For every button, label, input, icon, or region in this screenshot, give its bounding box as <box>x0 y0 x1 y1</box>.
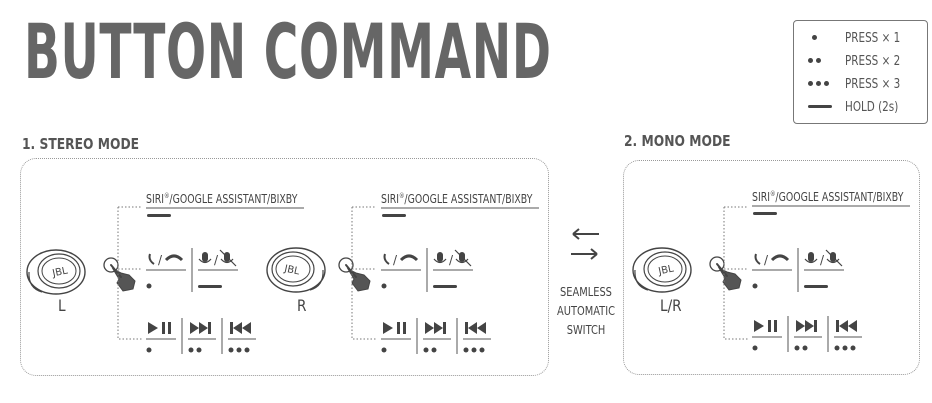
legend-row-press-1: PRESS × 1 <box>794 27 927 49</box>
phone-answer-hangup-icon: / <box>148 253 184 267</box>
previous-track-icon <box>465 322 486 334</box>
right-call-mic-commands: / / <box>381 248 473 292</box>
earbud-mono-label: L/R <box>660 296 682 315</box>
next-track-icon <box>190 322 211 334</box>
legend-label: PRESS × 2 <box>845 54 901 69</box>
press-2-symbol <box>808 50 838 72</box>
right-assistant-hold-symbol <box>381 207 539 217</box>
mic-mute-icon: / <box>198 249 237 267</box>
earbud-left-icon: JBL <box>26 249 86 295</box>
right-assistant-label: SIRI®/GOOGLE ASSISTANT/BIXBY <box>381 192 533 206</box>
next-track-icon <box>425 322 446 334</box>
play-pause-icon <box>754 320 777 332</box>
left-call-mic-commands: / / <box>146 248 238 292</box>
svg-text:/: / <box>820 253 825 267</box>
mono-assistant-label: SIRI®/GOOGLE ASSISTANT/BIXBY <box>752 190 904 204</box>
earbud-left-label: L <box>58 296 66 315</box>
seamless-switch-label: SEAMLESS AUTOMATIC SWITCH <box>557 285 615 337</box>
legend-row-press-3: PRESS × 3 <box>794 73 927 95</box>
mono-playback-commands <box>752 316 862 352</box>
page-title: BUTTON COMMAND <box>24 7 552 96</box>
previous-track-icon <box>836 320 857 332</box>
mono-call-mic-commands: / / <box>752 248 844 292</box>
left-playback-commands <box>146 318 256 354</box>
mic-mute-icon: / <box>433 249 472 267</box>
right-command-connector <box>351 206 376 340</box>
legend-label: PRESS × 1 <box>845 31 901 46</box>
earbud-logo: JBL <box>50 265 69 279</box>
legend-label: PRESS × 3 <box>845 77 901 92</box>
phone-answer-hangup-icon: / <box>383 253 419 267</box>
earbud-logo: JBL <box>656 263 675 277</box>
next-track-icon <box>796 320 817 332</box>
earbud-right-icon: JBL <box>266 247 326 293</box>
svg-text:/: / <box>158 253 163 267</box>
mono-mode-title: 2. MONO MODE <box>624 132 731 150</box>
press-1-symbol <box>808 27 838 49</box>
left-command-connector <box>117 206 142 340</box>
left-assistant-hold-symbol <box>146 207 304 217</box>
svg-text:/: / <box>214 253 219 267</box>
mono-mode-panel <box>623 160 920 375</box>
svg-text:/: / <box>449 253 454 267</box>
earbud-logo: JBL <box>282 263 301 277</box>
earbud-mono-icon: JBL <box>632 247 692 293</box>
legend-label: HOLD (2s) <box>845 100 899 115</box>
earbud-right-label: R <box>297 296 307 315</box>
stereo-mode-panel <box>20 158 549 376</box>
previous-track-icon <box>230 322 251 334</box>
legend-row-press-2: PRESS × 2 <box>794 50 927 72</box>
mono-command-connector <box>723 206 748 340</box>
svg-text:/: / <box>764 253 769 267</box>
phone-answer-hangup-icon: / <box>754 253 790 267</box>
stereo-mode-title: 1. STEREO MODE <box>22 135 140 153</box>
right-playback-commands <box>381 318 491 354</box>
hold-symbol <box>808 96 838 118</box>
press-3-symbol <box>808 73 838 95</box>
left-assistant-label: SIRI®/GOOGLE ASSISTANT/BIXBY <box>146 192 298 206</box>
play-pause-icon <box>383 322 406 334</box>
swap-arrows-icon <box>571 228 599 260</box>
play-pause-icon <box>148 322 171 334</box>
legend-box: PRESS × 1 PRESS × 2 PRESS × 3 HOLD (2s) <box>793 20 928 124</box>
mono-assistant-hold-symbol <box>752 205 910 215</box>
legend-row-hold: HOLD (2s) <box>794 96 927 118</box>
mic-mute-icon: / <box>804 249 843 267</box>
svg-text:/: / <box>393 253 398 267</box>
